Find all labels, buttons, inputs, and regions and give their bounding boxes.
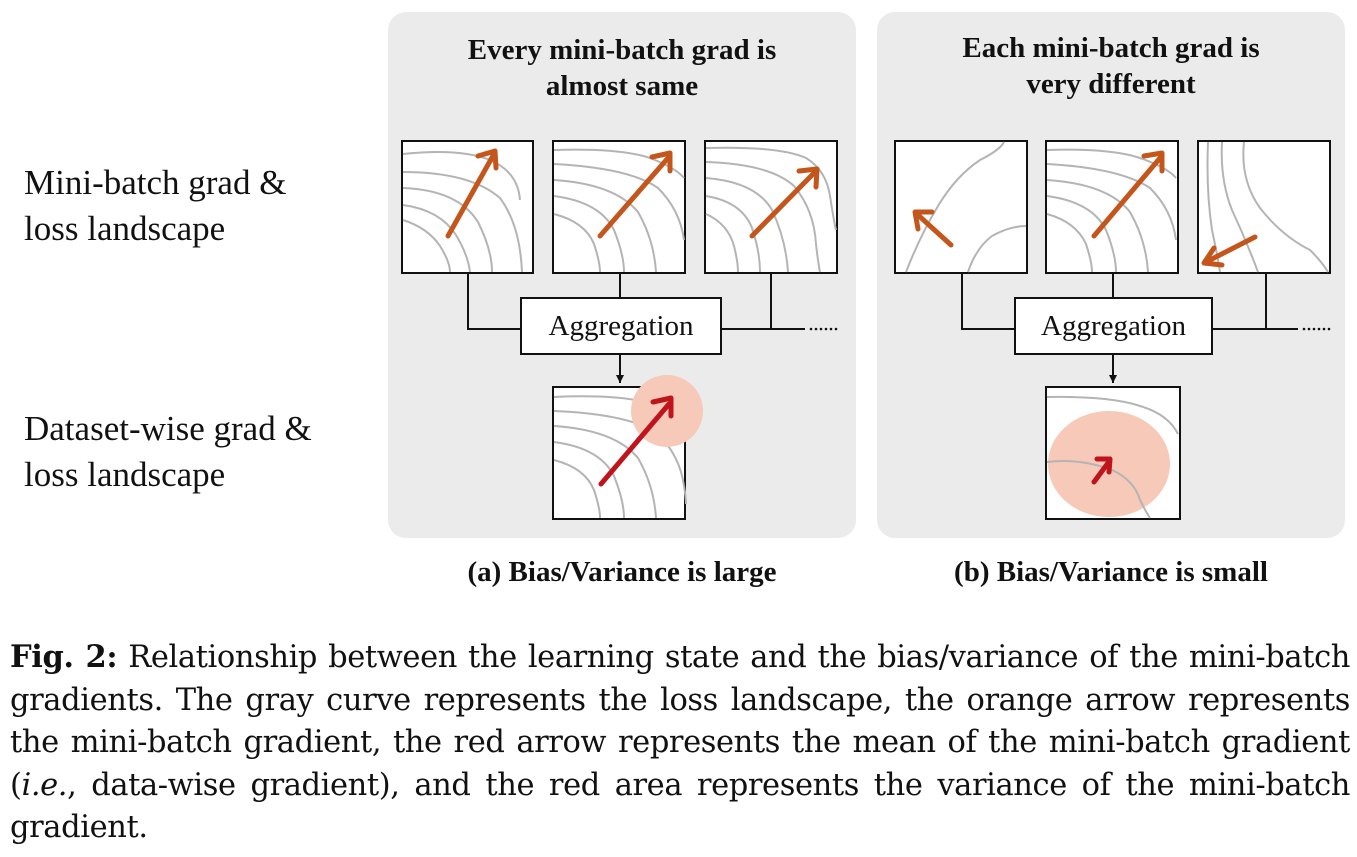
panel-b-dataset-box — [1045, 386, 1181, 520]
row-label-minibatch-line1: Mini-batch grad & — [24, 163, 287, 202]
panel-b-ellipsis — [1302, 327, 1331, 331]
caption-ie: i.e. — [21, 767, 68, 803]
caption-text-2: , data-wise gradient), and the red area … — [10, 767, 1350, 846]
arrow-head — [912, 209, 935, 232]
arrow-head — [650, 395, 674, 419]
row-label-minibatch-line2: loss landscape — [24, 209, 226, 248]
arrow-head — [1201, 245, 1225, 268]
row-label-dataset-line1: Dataset-wise grad & — [24, 409, 312, 448]
panel-b-minibatch-box-2 — [1045, 140, 1179, 274]
panel-a-minibatch-box-2 — [552, 140, 686, 274]
row-label-dataset: Dataset-wise grad & loss landscape — [24, 406, 312, 498]
orange-arrow — [915, 212, 954, 248]
row-label-dataset-line2: loss landscape — [24, 455, 226, 494]
figure-diagram — [401, 140, 1331, 520]
orange-arrow — [1205, 234, 1258, 264]
subcaption-a: (a) Bias/Variance is large — [467, 556, 777, 588]
panel-b-minibatch-box-3 — [1197, 140, 1331, 274]
arrow-head — [1094, 456, 1113, 475]
orange-arrow — [445, 151, 497, 239]
red-arrow — [1091, 460, 1111, 485]
caption-label: Fig. 2: — [10, 639, 118, 675]
panel-b-aggregation-label: Aggregation — [1041, 310, 1186, 342]
loss-curves — [1206, 141, 1329, 273]
arrow-head — [796, 166, 820, 190]
panel-a-minibatch-box-1 — [401, 140, 534, 274]
panel-a-title-line2: almost same — [545, 70, 699, 102]
panel-a-ellipsis — [809, 327, 838, 331]
orange-arrow — [597, 155, 671, 239]
panel-a-connectors — [467, 273, 805, 383]
red-arrow — [598, 401, 672, 487]
row-label-minibatch: Mini-batch grad & loss landscape — [24, 160, 286, 252]
loss-curves — [905, 141, 1027, 273]
loss-curves — [402, 151, 523, 273]
panel-b-minibatch-box-1 — [894, 140, 1028, 274]
figure-caption: Fig. 2: Relationship between the learnin… — [10, 636, 1350, 850]
panel-a-aggregation-label: Aggregation — [548, 310, 694, 342]
panel-a-dataset-box — [552, 375, 703, 520]
panel-b-connectors — [961, 273, 1298, 383]
caption-text-1: Relationship between the learning state … — [10, 640, 1350, 803]
loss-curves — [1046, 395, 1179, 519]
panel-a-title: Every mini-batch grad is almost same — [388, 32, 856, 104]
orange-arrow — [749, 169, 818, 239]
panel-b-title-line2: very different — [1026, 68, 1196, 100]
panel-a-minibatch-box-3 — [704, 140, 838, 274]
arrow-head — [1141, 150, 1165, 174]
loss-curves — [1046, 148, 1177, 273]
panel-b-title: Each mini-batch grad is very different — [877, 30, 1345, 102]
panel-b-aggregation-box — [1014, 297, 1213, 355]
panel-b-title-line1: Each mini-batch grad is — [962, 32, 1260, 64]
arrow-head — [649, 150, 673, 174]
orange-arrow — [1091, 155, 1163, 239]
panel-a-aggregation-box — [520, 297, 722, 355]
panel-a-title-line1: Every mini-batch grad is — [467, 34, 777, 66]
arrow-head — [475, 148, 499, 171]
subcaption-b: (b) Bias/Variance is small — [954, 556, 1268, 588]
